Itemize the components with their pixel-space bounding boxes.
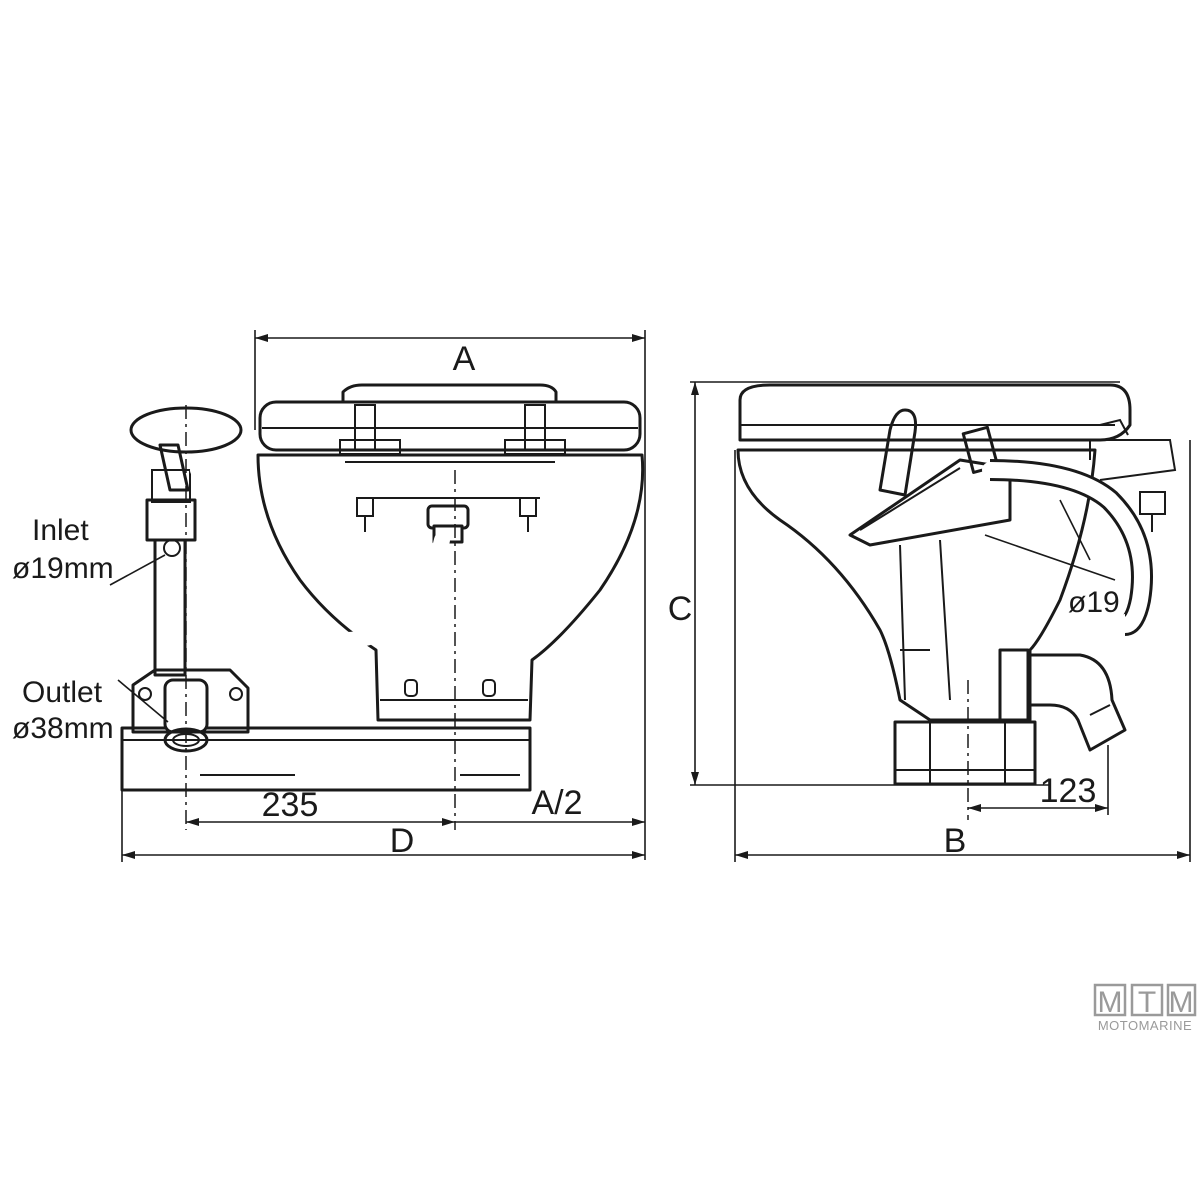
dimension-a: A	[254, 330, 646, 860]
outlet-title: Outlet	[22, 676, 103, 709]
dim-d-label: D	[390, 822, 415, 860]
side-inlet-label: ø19	[1068, 586, 1120, 619]
logo-letter-1: M	[1098, 986, 1123, 1019]
inlet-title: Inlet	[32, 514, 89, 547]
dim-a-half-label: A/2	[531, 784, 582, 822]
inlet-size: ø19mm	[12, 552, 114, 585]
side-bowl	[736, 439, 1177, 722]
dimension-235: 235	[186, 786, 455, 826]
dim-a-label: A	[453, 340, 476, 378]
side-inlet-leader-1	[984, 534, 1116, 581]
logo-letter-3: M	[1169, 986, 1194, 1019]
dimension-d: D	[121, 790, 645, 862]
dim-b-label: B	[944, 822, 967, 860]
dimension-b: B	[734, 440, 1191, 862]
pump-assembly	[129, 406, 250, 753]
motomarine-logo: M T M MOTOMARINE	[1093, 983, 1197, 1033]
side-view: C ø19	[668, 381, 1191, 862]
side-hose-inner	[982, 462, 1150, 633]
flush-hose-inner	[190, 461, 450, 649]
side-inlet-leader-2	[1059, 499, 1091, 561]
outlet-callout: Outlet ø38mm	[12, 676, 169, 745]
dim-235-label: 235	[262, 786, 319, 824]
logo-name: MOTOMARINE	[1098, 1018, 1192, 1033]
front-seat	[258, 383, 642, 455]
side-base	[893, 720, 1037, 786]
dim-c-label: C	[668, 590, 693, 628]
front-base	[120, 726, 532, 792]
dimension-a-half: A/2	[455, 784, 645, 826]
logo-letter-2: T	[1138, 986, 1156, 1019]
side-seat	[738, 383, 1132, 442]
inlet-callout: Inlet ø19mm	[12, 514, 166, 586]
outlet-size: ø38mm	[12, 712, 114, 745]
side-pump	[848, 408, 1012, 701]
dim-123-label: 123	[1040, 772, 1097, 810]
front-bowl	[256, 453, 645, 722]
side-outlet-elbow	[998, 648, 1127, 752]
dimension-123: 123	[968, 745, 1109, 815]
front-view: A	[12, 330, 646, 862]
